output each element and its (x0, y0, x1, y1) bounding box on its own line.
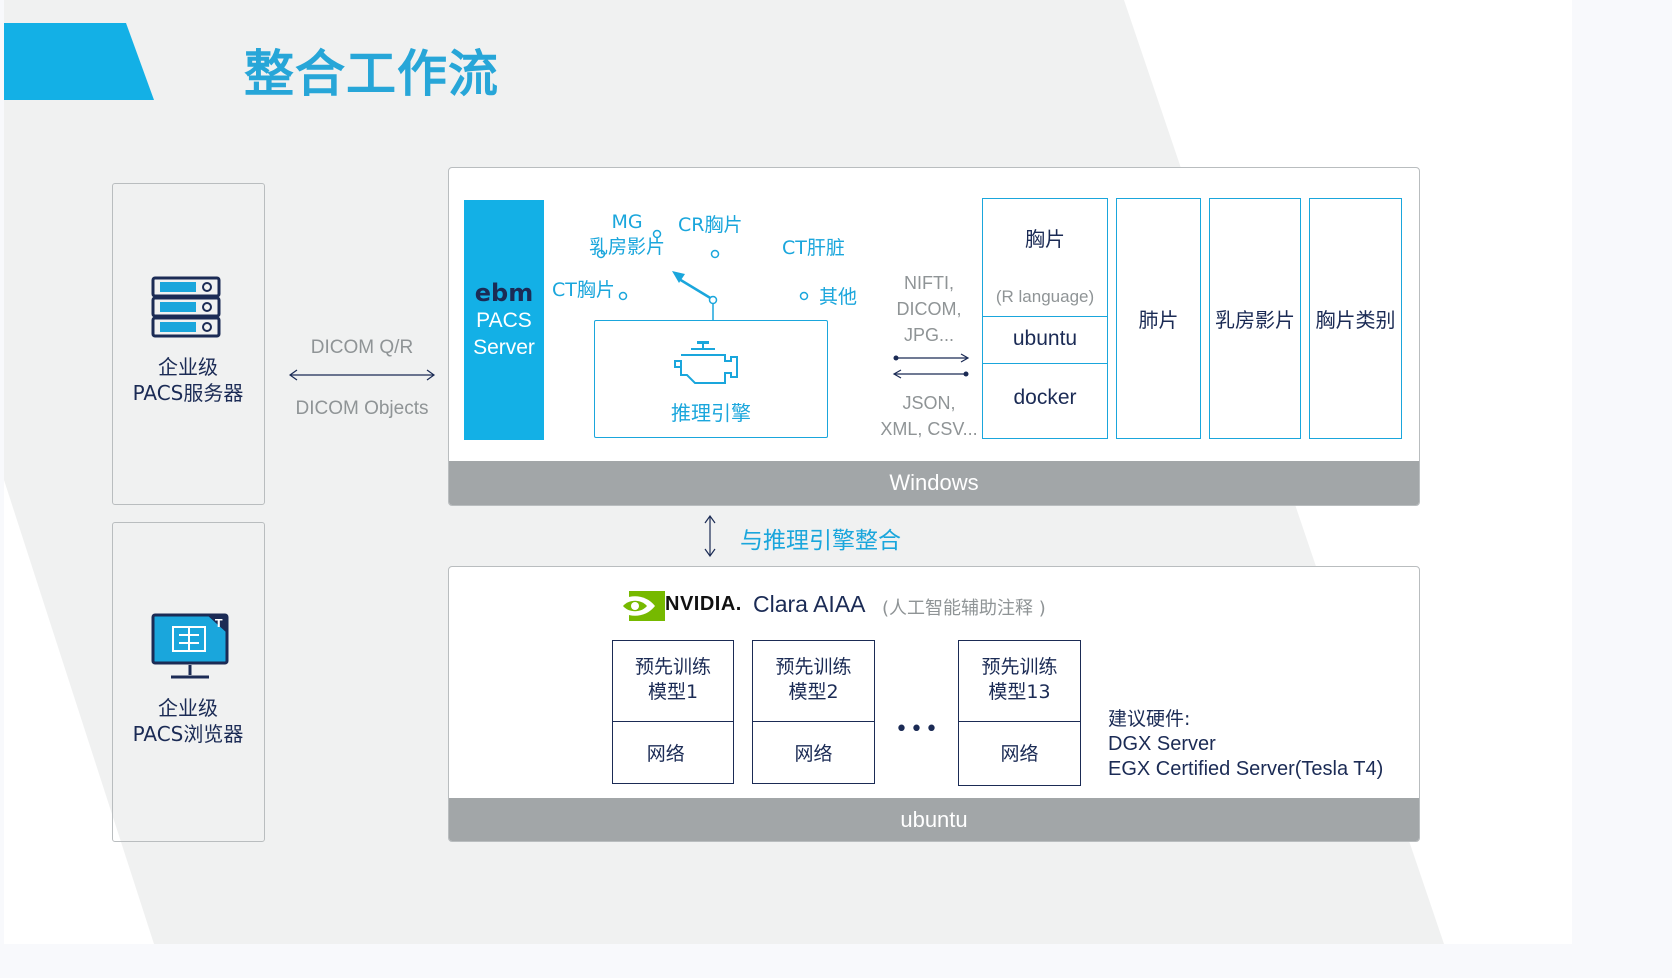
hardware-recommendation: 建议硬件: DGX Server EGX Certified Server(Te… (1108, 707, 1383, 782)
module-chest-category: 胸片类别 (1309, 198, 1402, 439)
format-json: JSON, (902, 393, 956, 413)
model-1-network: 网络 (646, 743, 685, 765)
model-1-title: 预先训练 模型1 (613, 655, 733, 705)
title-accent-shape (4, 23, 154, 100)
format-arrows (892, 353, 970, 379)
dicom-qr-label: DICOM Q/R (310, 337, 414, 358)
pacs-browser-label-line2: PACS浏览器 (132, 722, 244, 746)
input-mg: MG 乳房影片 (589, 210, 665, 260)
monitor-icon: T (151, 613, 229, 679)
server-rack-icon (151, 276, 221, 338)
svg-text:T: T (215, 617, 223, 630)
nvidia-logo-text: NVIDIA. (665, 593, 742, 615)
hardware-title: 建议硬件: (1108, 708, 1191, 730)
format-jpg: JPG... (903, 325, 954, 345)
pacs-browser-label-line1: 企业级 (158, 696, 218, 720)
engine-icon (674, 341, 738, 384)
windows-panel: Windows ebm PACS Server MG 乳房影片 CR胸片 CT肝… (448, 167, 1420, 506)
page-title: 整合工作流 (244, 45, 499, 103)
hardware-egx: EGX Certified Server(Tesla T4) (1108, 758, 1384, 780)
pacs-browser-box: T 企业级 PACS浏览器 (112, 522, 265, 842)
vertical-bidirectional-arrow (704, 514, 716, 558)
input-formats: NIFTI, DICOM, JPG... (877, 270, 981, 348)
module-rlang-label: (R language) (995, 287, 1095, 306)
format-dicom: DICOM, (896, 299, 962, 319)
ubuntu-os-bar: ubuntu (449, 798, 1419, 841)
windows-os-bar: Windows (449, 461, 1419, 505)
format-xml-csv: XML, CSV... (880, 419, 978, 439)
inference-engine-box: 推理引擎 (594, 320, 828, 438)
format-nifti: NIFTI, (904, 273, 954, 293)
pacs-server-label-line1: 企业级 (158, 355, 218, 379)
model-1-divider (613, 721, 733, 722)
ubuntu-panel: ubuntu NVIDIA. Clara AIAA (人工智能辅助注释 ) 预先… (448, 566, 1420, 842)
model-2-title: 预先训练 模型2 (753, 655, 874, 705)
model-13-line1: 预先训练 (981, 656, 1058, 678)
models-ellipsis: ••• (895, 717, 940, 742)
input-ct-chest: CT胸片 (552, 279, 615, 301)
input-mg-line1: MG (611, 211, 643, 233)
pacs-label: PACS (476, 309, 532, 332)
model-13-line2: 模型13 (988, 681, 1051, 703)
module-lung: 肺片 (1116, 198, 1201, 439)
model-2-divider (753, 721, 874, 722)
input-cr: CR胸片 (678, 214, 743, 236)
module-divider-1 (983, 316, 1107, 317)
pacs-server-label: 企业级 PACS服务器 (113, 354, 263, 406)
clara-subtitle: (人工智能辅助注释 ) (882, 598, 1046, 619)
chest-module: 胸片 (R language) ubuntu docker (982, 198, 1108, 439)
model-2-line1: 预先训练 (775, 656, 852, 678)
model-13-divider (959, 721, 1080, 722)
inference-engine-label: 推理引擎 (671, 401, 751, 425)
integrate-label: 与推理引擎整合 (740, 528, 901, 554)
module-divider-2 (983, 363, 1107, 364)
model-2-network: 网络 (794, 743, 833, 765)
bidirectional-arrow (288, 369, 436, 381)
nvidia-eye-icon (615, 591, 665, 621)
input-other: 其他 (819, 286, 858, 308)
model-1-line1: 预先训练 (634, 656, 711, 678)
model-2-line2: 模型2 (788, 681, 839, 703)
hardware-dgx: DGX Server (1108, 733, 1216, 755)
ebm-logo: ebm (474, 279, 534, 307)
model-card-13: 预先训练 模型13 网络 (958, 640, 1081, 786)
module-chest-label: 胸片 (1025, 227, 1065, 251)
model-13-title: 预先训练 模型13 (959, 655, 1080, 705)
pacs-server-label-line2: PACS服务器 (132, 381, 244, 405)
slide: 整合工作流 企业级 PACS服务器 T (4, 0, 1572, 944)
pacs-server-box: 企业级 PACS服务器 (112, 183, 265, 505)
dicom-objects-label: DICOM Objects (295, 398, 429, 419)
model-13-network: 网络 (1000, 743, 1039, 765)
module-breast: 乳房影片 (1209, 198, 1301, 439)
ebm-pacs-server: ebm PACS Server (464, 200, 544, 440)
input-ct-liver: CT肝脏 (782, 237, 845, 259)
selector-switch-graphic (596, 229, 809, 320)
model-card-2: 预先训练 模型2 网络 (752, 640, 875, 784)
input-mg-line2: 乳房影片 (589, 236, 666, 258)
pacs-browser-label: 企业级 PACS浏览器 (113, 695, 263, 747)
module-docker-label: docker (1013, 386, 1077, 409)
module-ubuntu-label: ubuntu (1012, 327, 1078, 350)
model-card-1: 预先训练 模型1 网络 (612, 640, 734, 784)
output-formats: JSON, XML, CSV... (871, 390, 987, 442)
server-label: Server (473, 336, 535, 359)
model-1-line2: 模型1 (647, 681, 699, 703)
clara-title: Clara AIAA (753, 591, 866, 617)
